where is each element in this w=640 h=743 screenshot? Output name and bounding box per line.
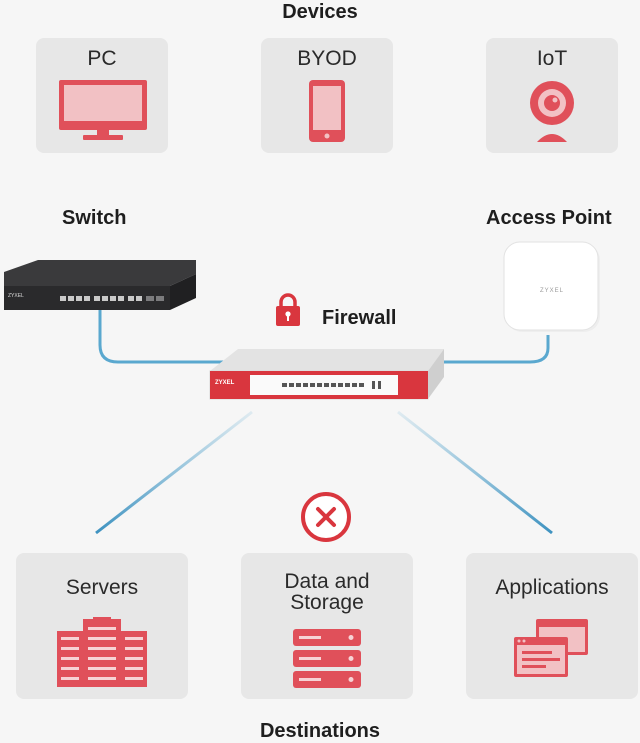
- ap-link-line: [440, 335, 550, 364]
- webcam-icon: [530, 81, 574, 142]
- firewall-brand-text: ZYXEL: [215, 380, 235, 386]
- destination-label-data-line1: Data and: [284, 570, 370, 593]
- network-switch-device: ZYXEL: [4, 260, 196, 310]
- smartphone-icon: [309, 80, 345, 142]
- switch-link-line: [98, 310, 232, 364]
- applications-link-line: [397, 410, 553, 535]
- access-point-device: ZYXEL: [503, 241, 600, 332]
- firewall-heading: Firewall: [322, 307, 397, 329]
- app-windows-icon: [514, 619, 588, 677]
- devices-heading: Devices: [282, 1, 358, 23]
- blocked-x-icon: [301, 492, 351, 542]
- access-point-heading: Access Point: [486, 207, 612, 229]
- device-card-pc: PC: [36, 38, 168, 153]
- ap-brand-text: ZYXEL: [540, 288, 564, 294]
- destination-label-servers: Servers: [65, 576, 139, 599]
- storage-stack-icon: [293, 629, 361, 688]
- switch-brand-text: ZYXEL: [8, 293, 24, 299]
- device-card-iot: IoT: [486, 38, 618, 153]
- lock-icon: [276, 293, 300, 326]
- device-card-byod: BYOD: [261, 38, 393, 153]
- device-label-byod: BYOD: [297, 47, 357, 70]
- device-label-iot: IoT: [536, 47, 568, 70]
- monitor-icon: [59, 80, 147, 140]
- destinations-heading: Destinations: [259, 720, 381, 742]
- destination-label-applications: Applications: [495, 576, 609, 599]
- servers-link-line: [95, 410, 253, 535]
- destination-label-data-line2: Storage: [290, 591, 364, 614]
- firewall-device: ZYXEL: [209, 349, 444, 400]
- destination-card-data-storage: Data and Storage: [241, 553, 413, 699]
- destination-card-servers: Servers: [16, 553, 188, 699]
- device-label-pc: PC: [87, 47, 117, 70]
- destination-card-applications: Applications: [466, 553, 638, 699]
- switch-heading: Switch: [62, 207, 127, 229]
- server-rack-icon: [57, 617, 147, 687]
